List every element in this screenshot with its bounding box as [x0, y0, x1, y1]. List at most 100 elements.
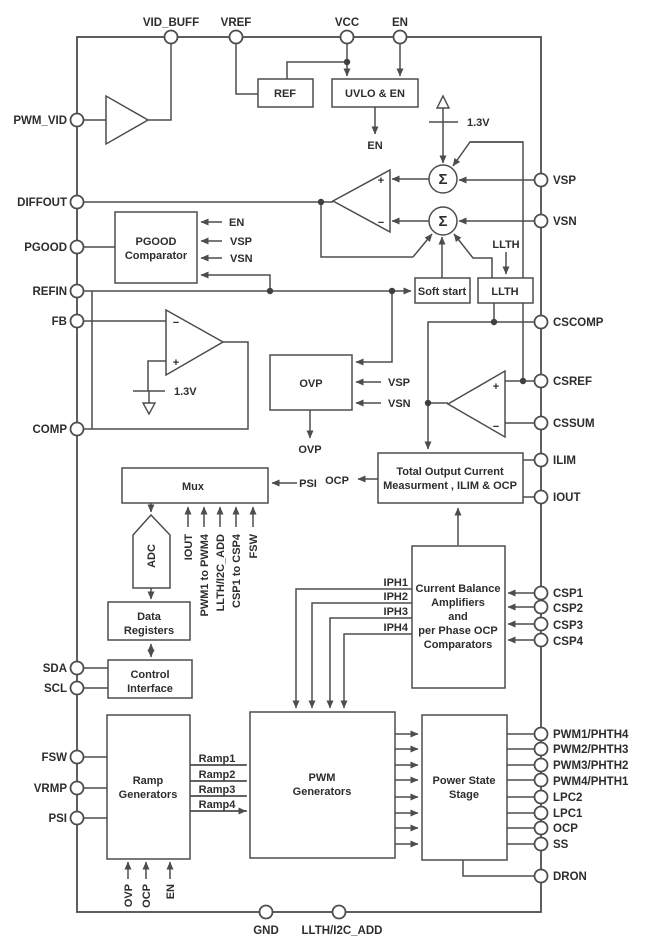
power-state-stage-block	[421, 714, 508, 861]
signal-labels: EN 1.3V 1.3V LLTH OVP OCP PSI EN VSP VSN…	[123, 117, 520, 908]
pin-cssum-terminal	[533, 415, 549, 431]
pin-label-diffout: DIFFOUT	[17, 197, 67, 209]
pin-label-pwm4-phth1: PWM4/PHTH1	[553, 776, 629, 788]
wire	[286, 61, 347, 79]
pin-label-ss: SS	[553, 839, 569, 851]
pin-csp4-terminal	[533, 632, 549, 648]
wire	[84, 756, 107, 819]
wire	[507, 733, 534, 845]
pin-lpc2-terminal	[533, 789, 549, 805]
pin-scl-terminal	[69, 680, 85, 696]
pin-label-dron: DRON	[553, 871, 587, 883]
pin-label-vref: VREF	[221, 17, 252, 29]
pin-label-cssum: CSSUM	[553, 418, 595, 430]
pin-label-vsp: VSP	[553, 175, 576, 187]
iph3-label: IPH3	[384, 606, 408, 618]
pin-label-pwm3-phth2: PWM3/PHTH2	[553, 760, 628, 772]
pin-label-comp: COMP	[33, 424, 68, 436]
pin-label-vrmp: VRMP	[34, 783, 68, 795]
ramp-in-ocp-label: OCP	[141, 884, 153, 908]
adc-label: ADC	[146, 544, 158, 568]
pgood-in-vsp-label: VSP	[230, 236, 252, 248]
soft-start-block	[414, 277, 471, 304]
ic-boundary	[76, 36, 542, 913]
pin-vcc-terminal	[339, 29, 355, 45]
ground-down-arrow-icon	[141, 402, 157, 416]
v13-fb-label: 1.3V	[174, 386, 197, 398]
ovp-in-vsp-label: VSP	[388, 377, 410, 389]
control-interface-block	[107, 659, 193, 699]
pin-label-pgood: PGOOD	[24, 242, 67, 254]
pin-comp-terminal	[69, 421, 85, 437]
pin-lpc1-terminal	[533, 805, 549, 821]
pin-diffout-terminal	[69, 194, 85, 210]
junction-dot	[343, 58, 351, 66]
current-balance-label: Amplifiers	[431, 597, 485, 609]
diff-amp-minus: −	[378, 217, 384, 229]
pin-label-csp2: CSP2	[553, 603, 583, 615]
llth-block-label: LLTH	[491, 286, 518, 298]
pin-label-vcc: VCC	[335, 17, 359, 29]
wire	[326, 617, 412, 709]
pin-label-gnd: GND	[253, 925, 279, 937]
llth-block	[477, 277, 534, 304]
pin-label-pwm2-phth3: PWM2/PHTH3	[553, 744, 628, 756]
pin-sda-terminal	[69, 660, 85, 676]
ramp3-label: Ramp3	[199, 784, 236, 796]
ovp-in-vsn-label: VSN	[388, 398, 411, 410]
data-registers-label: Data	[137, 611, 162, 623]
pwm-generators-block	[249, 711, 396, 859]
pwm-generators-label: PWM	[309, 772, 336, 784]
v13-top-label: 1.3V	[467, 117, 490, 129]
pin-label-en: EN	[392, 17, 408, 29]
fb-error-amp	[165, 308, 225, 377]
wire	[470, 141, 524, 381]
pin-pwm4-terminal	[533, 772, 549, 788]
wire	[292, 588, 412, 709]
pin-refin-terminal	[69, 283, 85, 299]
junction-dots	[266, 58, 527, 407]
pin-fb-terminal	[69, 313, 85, 329]
mux-block	[121, 467, 269, 504]
wire	[412, 233, 433, 258]
ramp-generators-label: Ramp	[133, 775, 164, 787]
pin-gnd-terminal	[258, 904, 274, 920]
pin-pwm3-terminal	[533, 757, 549, 773]
reference-up-arrow-icon	[435, 94, 451, 109]
pin-label-csref: CSREF	[553, 376, 592, 388]
pin-label-scl: SCL	[44, 683, 67, 695]
pin-pwm-vid-terminal	[69, 112, 85, 128]
current-balance-label: per Phase OCP	[418, 625, 497, 637]
fb-amp-plus: +	[173, 357, 179, 369]
pgood-in-en-label: EN	[229, 217, 244, 229]
wire	[133, 360, 166, 403]
total-current-label: Total Output Current	[396, 466, 504, 478]
pin-csref-terminal	[533, 373, 549, 389]
current-sense-amp	[446, 369, 506, 439]
ref-label: REF	[274, 88, 296, 100]
mux-in-pwm-label: PWM1 to PWM4	[199, 533, 211, 616]
pin-dron-terminal	[533, 868, 549, 884]
pin-csp1-terminal	[533, 585, 549, 601]
pin-ss-terminal	[533, 836, 549, 852]
pin-labels: VID_BUFF VREF VCC EN PWM_VID DIFFOUT PGO…	[13, 17, 629, 937]
diff-amp	[331, 168, 391, 234]
wire	[340, 633, 412, 709]
pin-pwm1-terminal	[533, 726, 549, 742]
wire	[424, 321, 534, 450]
wires	[84, 44, 534, 877]
en-output-label: EN	[367, 140, 382, 152]
pin-label-fb: FB	[52, 316, 67, 328]
pin-csp3-terminal	[533, 616, 549, 632]
pgood-comparator-label: Comparator	[125, 250, 188, 262]
wire	[190, 764, 246, 811]
pin-label-vsn: VSN	[553, 216, 577, 228]
pin-label-vid-buff: VID_BUFF	[143, 17, 199, 29]
cs-amp-plus: +	[493, 381, 499, 393]
pin-llth-i2c-add-terminal	[331, 904, 347, 920]
pgood-in-vsn-label: VSN	[230, 253, 253, 265]
wire	[453, 233, 493, 278]
pgood-comparator-label: PGOOD	[136, 236, 177, 248]
pin-vrmp-terminal	[69, 780, 85, 796]
